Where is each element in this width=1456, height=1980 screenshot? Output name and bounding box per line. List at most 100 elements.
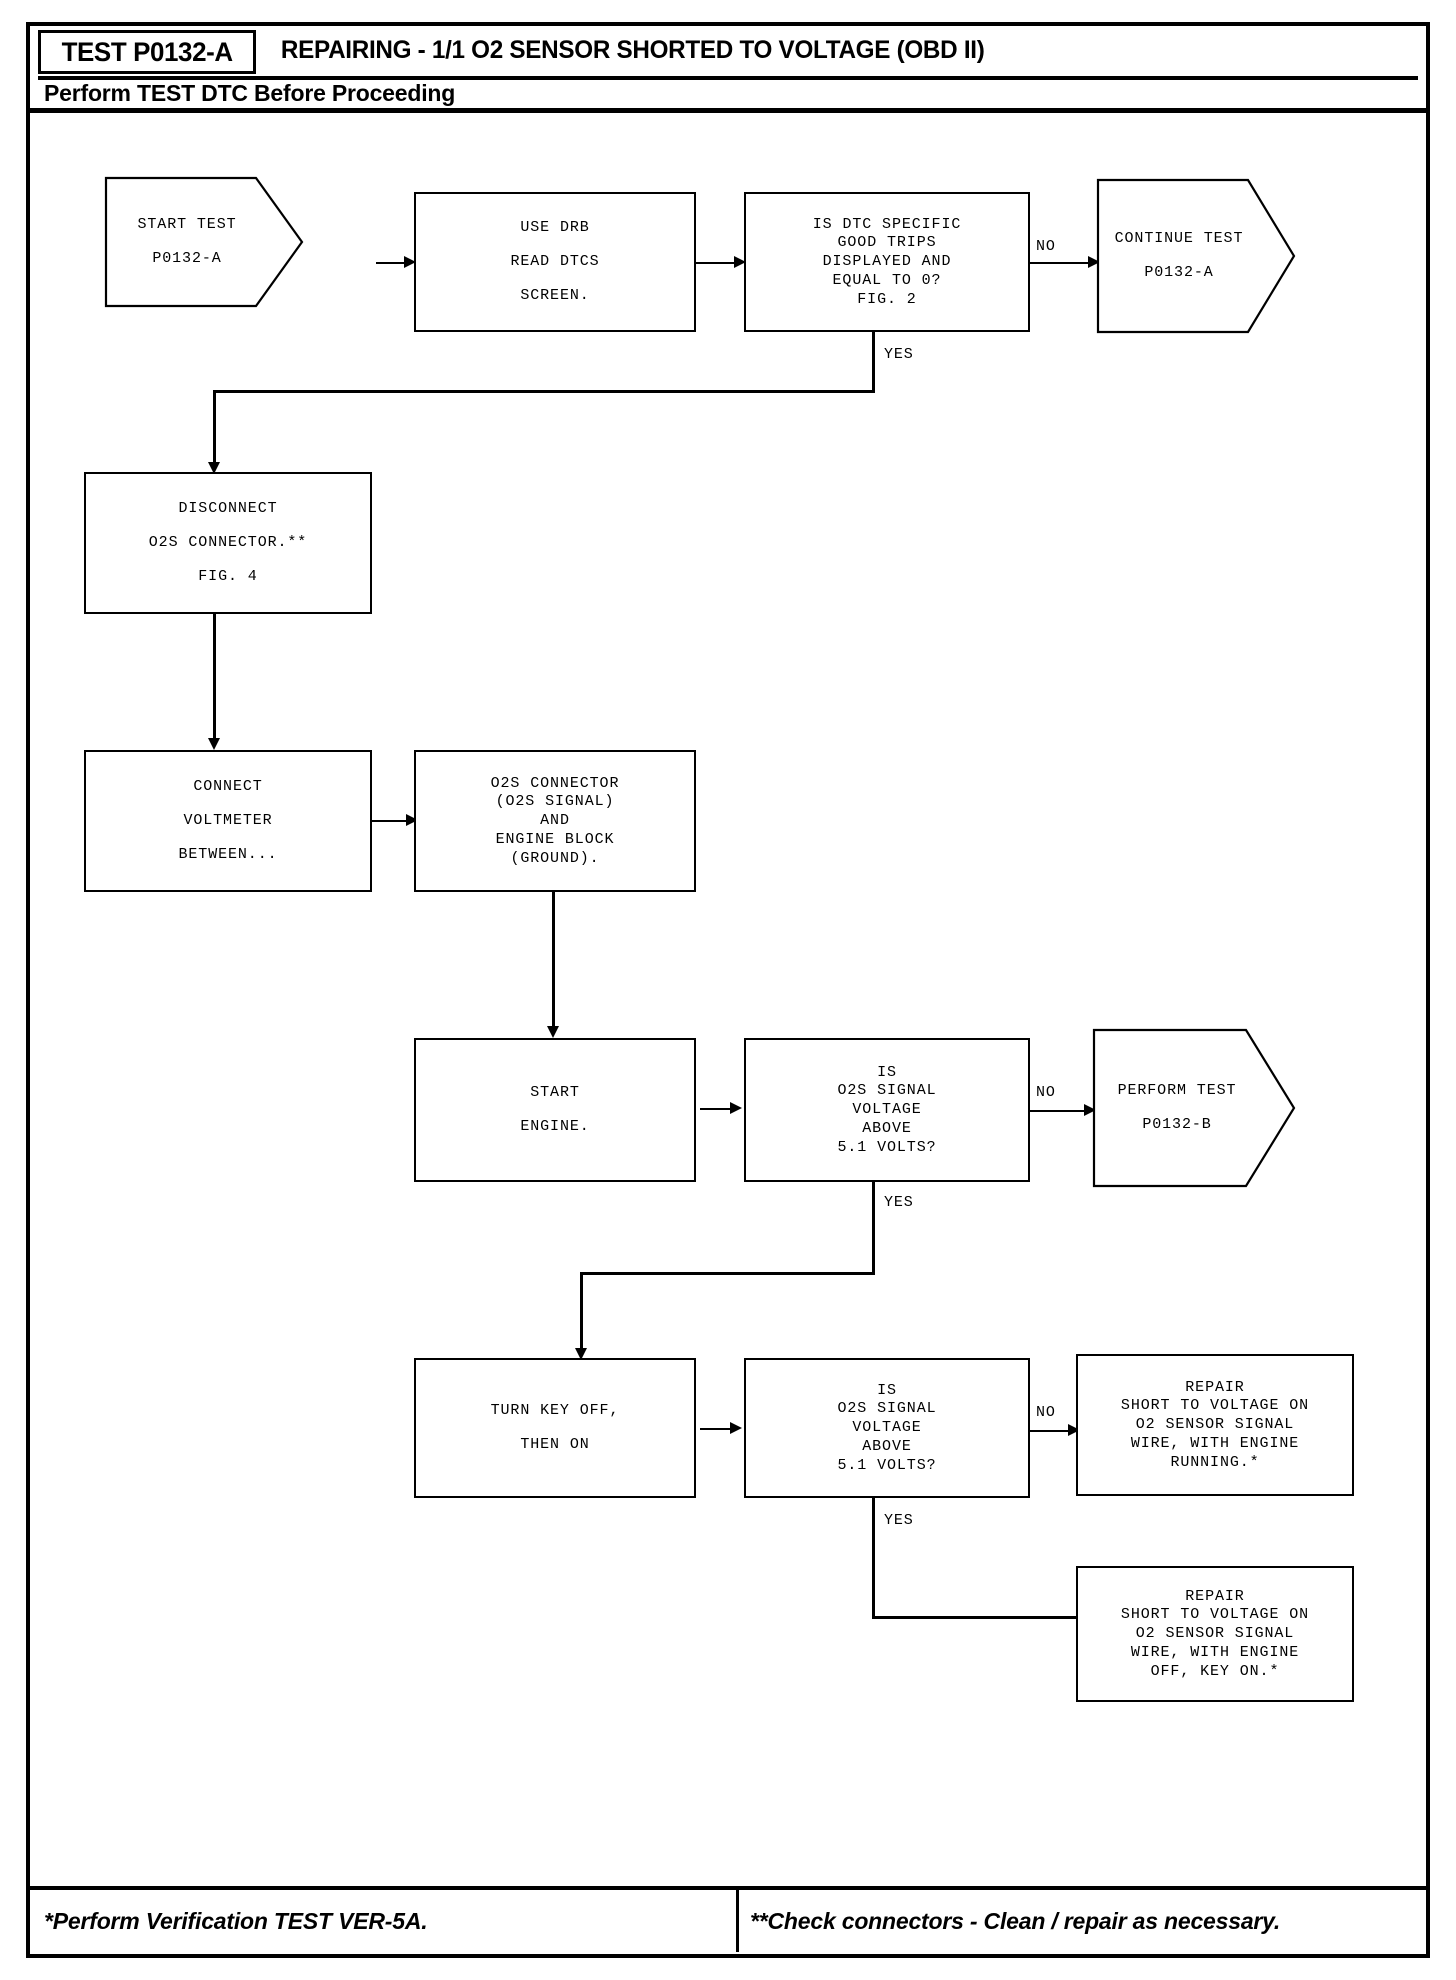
footer-note-connectors: **Check connectors - Clean / repair as n… — [750, 1907, 1281, 1934]
node-line: PERFORM TEST — [1117, 1082, 1237, 1100]
arrowhead-icon — [208, 462, 220, 474]
node-continue-test: CONTINUE TEST P0132-A — [1096, 178, 1296, 334]
node-line: START — [530, 1084, 580, 1102]
node-line: SHORT TO VOLTAGE ON — [1120, 1397, 1310, 1415]
node-line: SCREEN. — [520, 286, 590, 304]
test-id-badge: TEST P0132-A — [38, 30, 256, 74]
edge-o2s-to-start-engine — [552, 892, 555, 1032]
node-repair-engine-running: REPAIR SHORT TO VOLTAGE ON O2 SENSOR SIG… — [1076, 1354, 1354, 1496]
node-line: OFF, KEY ON.* — [1150, 1662, 1280, 1680]
node-line: P0132-A — [1144, 264, 1214, 281]
edge-voltage-keyon-yes-v — [872, 1498, 875, 1618]
node-disconnect-o2s: DISCONNECT O2S CONNECTOR.** FIG. 4 — [84, 472, 372, 614]
node-line: START TEST — [137, 216, 237, 234]
node-line: SHORT TO VOLTAGE ON — [1120, 1606, 1310, 1624]
edge-label-no-3: NO — [1036, 1404, 1056, 1421]
edge-label-no-2: NO — [1036, 1084, 1056, 1101]
edge-label-yes-1: YES — [884, 346, 914, 363]
edge-label-no-1: NO — [1036, 238, 1056, 255]
node-line: BETWEEN... — [178, 845, 278, 863]
node-line: CONNECT — [193, 778, 263, 796]
edge-drb-to-dtc — [696, 262, 738, 264]
arrow-terminator-shape — [1092, 1028, 1296, 1188]
node-connect-voltmeter: CONNECT VOLTMETER BETWEEN... — [84, 750, 372, 892]
node-line: VOLTAGE — [852, 1101, 922, 1119]
node-perform-test-b: PERFORM TEST P0132-B — [1092, 1028, 1296, 1188]
edge-label-yes-3: YES — [884, 1512, 914, 1529]
node-line: (GROUND). — [510, 849, 600, 867]
node-line: O2S CONNECTOR — [490, 774, 620, 792]
node-line: P0132-B — [1142, 1116, 1212, 1133]
edge-voltage-running-yes-v — [872, 1182, 875, 1274]
node-line: P0132-A — [152, 250, 222, 267]
arrowhead-icon — [734, 256, 746, 268]
node-line: O2S SIGNAL — [837, 1082, 937, 1100]
edge-voltage-keyon-yes-h — [872, 1616, 1078, 1619]
arrowhead-icon — [404, 256, 416, 268]
node-line: WIRE, WITH ENGINE — [1130, 1643, 1300, 1661]
node-turn-key-off: TURN KEY OFF, THEN ON — [414, 1358, 696, 1498]
node-line: USE DRB — [520, 219, 590, 237]
node-dtc-good-trips: IS DTC SPECIFIC GOOD TRIPS DISPLAYED AND… — [744, 192, 1030, 332]
arrowhead-icon — [730, 1422, 742, 1434]
node-line: IS DTC SPECIFIC — [812, 215, 962, 233]
node-line: EQUAL TO 0? — [832, 271, 942, 289]
edge-voltage-running-yes-down — [580, 1272, 583, 1354]
edge-label-yes-2: YES — [884, 1194, 914, 1211]
edge-dtc-yes-horizontal — [213, 390, 875, 393]
edge-key-to-check — [700, 1428, 734, 1430]
node-line: GOOD TRIPS — [837, 234, 937, 252]
node-line: (O2S SIGNAL) — [495, 793, 615, 811]
node-repair-key-on: REPAIR SHORT TO VOLTAGE ON O2 SENSOR SIG… — [1076, 1566, 1354, 1702]
edge-dtc-yes-vertical — [872, 332, 875, 392]
node-use-drb: USE DRB READ DTCS SCREEN. — [414, 192, 696, 332]
node-line: O2 SENSOR SIGNAL — [1135, 1625, 1295, 1643]
node-line: DISCONNECT — [178, 500, 278, 518]
arrowhead-icon — [208, 738, 220, 750]
node-line: THEN ON — [520, 1436, 590, 1453]
node-line: REPAIR — [1185, 1587, 1245, 1605]
node-line: O2 SENSOR SIGNAL — [1135, 1416, 1295, 1434]
edge-voltage-running-yes-h — [580, 1272, 875, 1275]
node-start-engine: START ENGINE. — [414, 1038, 696, 1182]
node-line: O2S SIGNAL — [837, 1400, 937, 1418]
node-voltage-above-keyon: IS O2S SIGNAL VOLTAGE ABOVE 5.1 VOLTS? — [744, 1358, 1030, 1498]
node-line: VOLTAGE — [852, 1419, 922, 1437]
node-line: 5.1 VOLTS? — [837, 1138, 937, 1156]
edge-disconnect-to-connect — [213, 614, 216, 744]
edge-dtc-no — [1030, 262, 1092, 264]
node-line: FIG. 4 — [198, 567, 258, 585]
arrow-terminator-shape — [1096, 178, 1296, 334]
node-line: READ DTCS — [510, 253, 600, 271]
page-footer: *Perform Verification TEST VER-5A. **Che… — [30, 1890, 1426, 1954]
edge-voltage-running-no — [1030, 1110, 1088, 1112]
arrowhead-icon — [730, 1102, 742, 1114]
footer-note-verification: *Perform Verification TEST VER-5A. — [44, 1907, 428, 1934]
header-divider — [38, 76, 1418, 80]
node-line: FIG. 2 — [857, 290, 917, 308]
node-line: REPAIR — [1185, 1378, 1245, 1396]
node-line: IS — [877, 1381, 897, 1399]
node-line: TURN KEY OFF, — [490, 1402, 620, 1420]
node-line: O2S CONNECTOR.** — [148, 534, 308, 552]
test-id-label: TEST P0132-A — [61, 36, 233, 67]
node-line: DISPLAYED AND — [822, 253, 952, 271]
node-voltage-above-running: IS O2S SIGNAL VOLTAGE ABOVE 5.1 VOLTS? — [744, 1038, 1030, 1182]
document-border — [26, 22, 1430, 1958]
node-line: AND — [540, 812, 570, 830]
node-line: 5.1 VOLTS? — [837, 1456, 937, 1474]
node-line: VOLTMETER — [183, 812, 273, 830]
node-line: IS — [877, 1063, 897, 1081]
node-line: WIRE, WITH ENGINE — [1130, 1434, 1300, 1452]
node-line: CONTINUE TEST — [1114, 230, 1244, 248]
node-o2s-connector-ground: O2S CONNECTOR (O2S SIGNAL) AND ENGINE BL… — [414, 750, 696, 892]
edge-start-to-drb — [376, 262, 406, 264]
edge-connect-to-o2s — [372, 820, 412, 822]
node-start-test: START TEST P0132-A — [104, 176, 304, 308]
edge-voltage-keyon-no — [1030, 1430, 1072, 1432]
node-line: ABOVE — [862, 1119, 912, 1137]
header-bottom-divider — [30, 108, 1426, 113]
page-header: TEST P0132-A REPAIRING - 1/1 O2 SENSOR S… — [30, 26, 1426, 106]
node-line: ABOVE — [862, 1437, 912, 1455]
